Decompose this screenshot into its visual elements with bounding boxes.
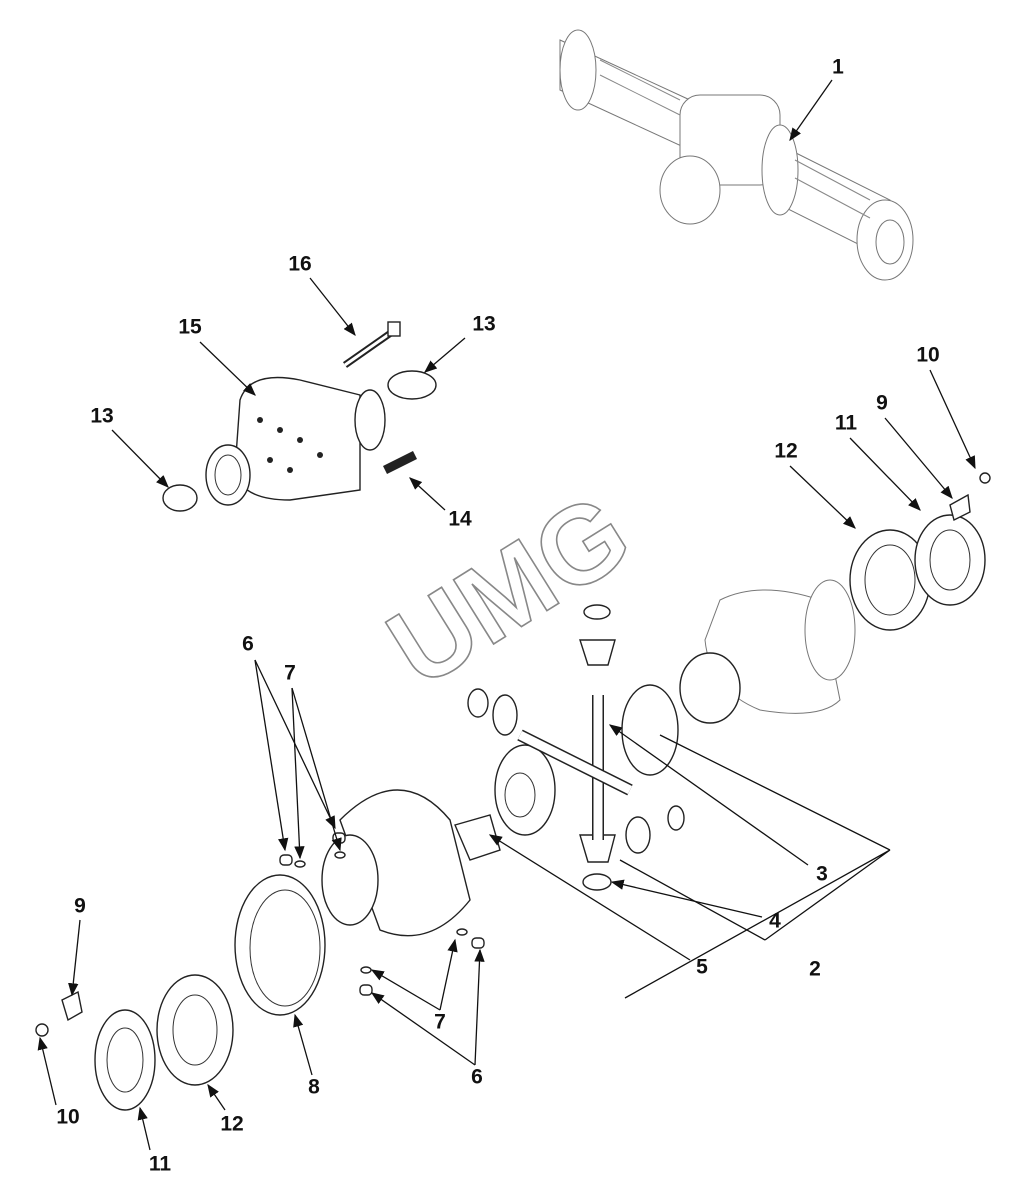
callout-9: 9 <box>74 895 86 918</box>
callout-9: 9 <box>876 392 888 415</box>
callout-2: 2 <box>809 958 821 981</box>
callout-3: 3 <box>816 863 828 886</box>
callout-7: 7 <box>284 662 296 685</box>
part-pin-14 <box>382 450 418 475</box>
part-bearing-12 <box>156 974 234 1086</box>
callout-13: 13 <box>472 313 495 336</box>
part-screw-10 <box>35 1023 49 1037</box>
callout-13: 13 <box>90 405 113 428</box>
callout-10: 10 <box>916 344 939 367</box>
leader-lines <box>37 79 976 1151</box>
part-screw-10 <box>979 472 991 484</box>
part-lock-plate-9 <box>949 493 971 522</box>
callout-12: 12 <box>774 440 797 463</box>
callout-16: 16 <box>288 253 311 276</box>
callout-5: 5 <box>696 956 708 979</box>
part-lock-plate-9 <box>61 990 83 1022</box>
part-adjusting-nut-11 <box>914 514 986 606</box>
callout-1: 1 <box>832 56 844 79</box>
callout-10: 10 <box>56 1106 79 1129</box>
callout-4: 4 <box>769 910 781 933</box>
part-bearing-cup-8 <box>234 874 326 1016</box>
part-differential-case-15 <box>205 376 386 506</box>
part-axle-assembly <box>559 29 914 281</box>
callout-12: 12 <box>220 1113 243 1136</box>
part-bolt-16 <box>342 321 401 368</box>
callout-7: 7 <box>434 1011 446 1034</box>
part-spider-gears <box>454 604 741 891</box>
callout-8: 8 <box>308 1076 320 1099</box>
watermark: UMG <box>368 470 651 710</box>
callout-11: 11 <box>149 1153 172 1176</box>
callout-6: 6 <box>471 1066 483 1089</box>
callout-6: 6 <box>242 633 254 656</box>
part-bushing-13 <box>387 370 437 400</box>
callout-15: 15 <box>178 316 202 339</box>
part-case-half-left <box>321 789 471 937</box>
part-adjusting-nut-11 <box>94 1009 156 1111</box>
callout-11: 11 <box>835 412 858 435</box>
part-bushing-13 <box>162 484 198 512</box>
callout-14: 14 <box>448 508 472 531</box>
callout-labels: 1 16 15 13 13 10 9 11 12 14 6 7 3 9 4 2 … <box>56 56 939 1176</box>
